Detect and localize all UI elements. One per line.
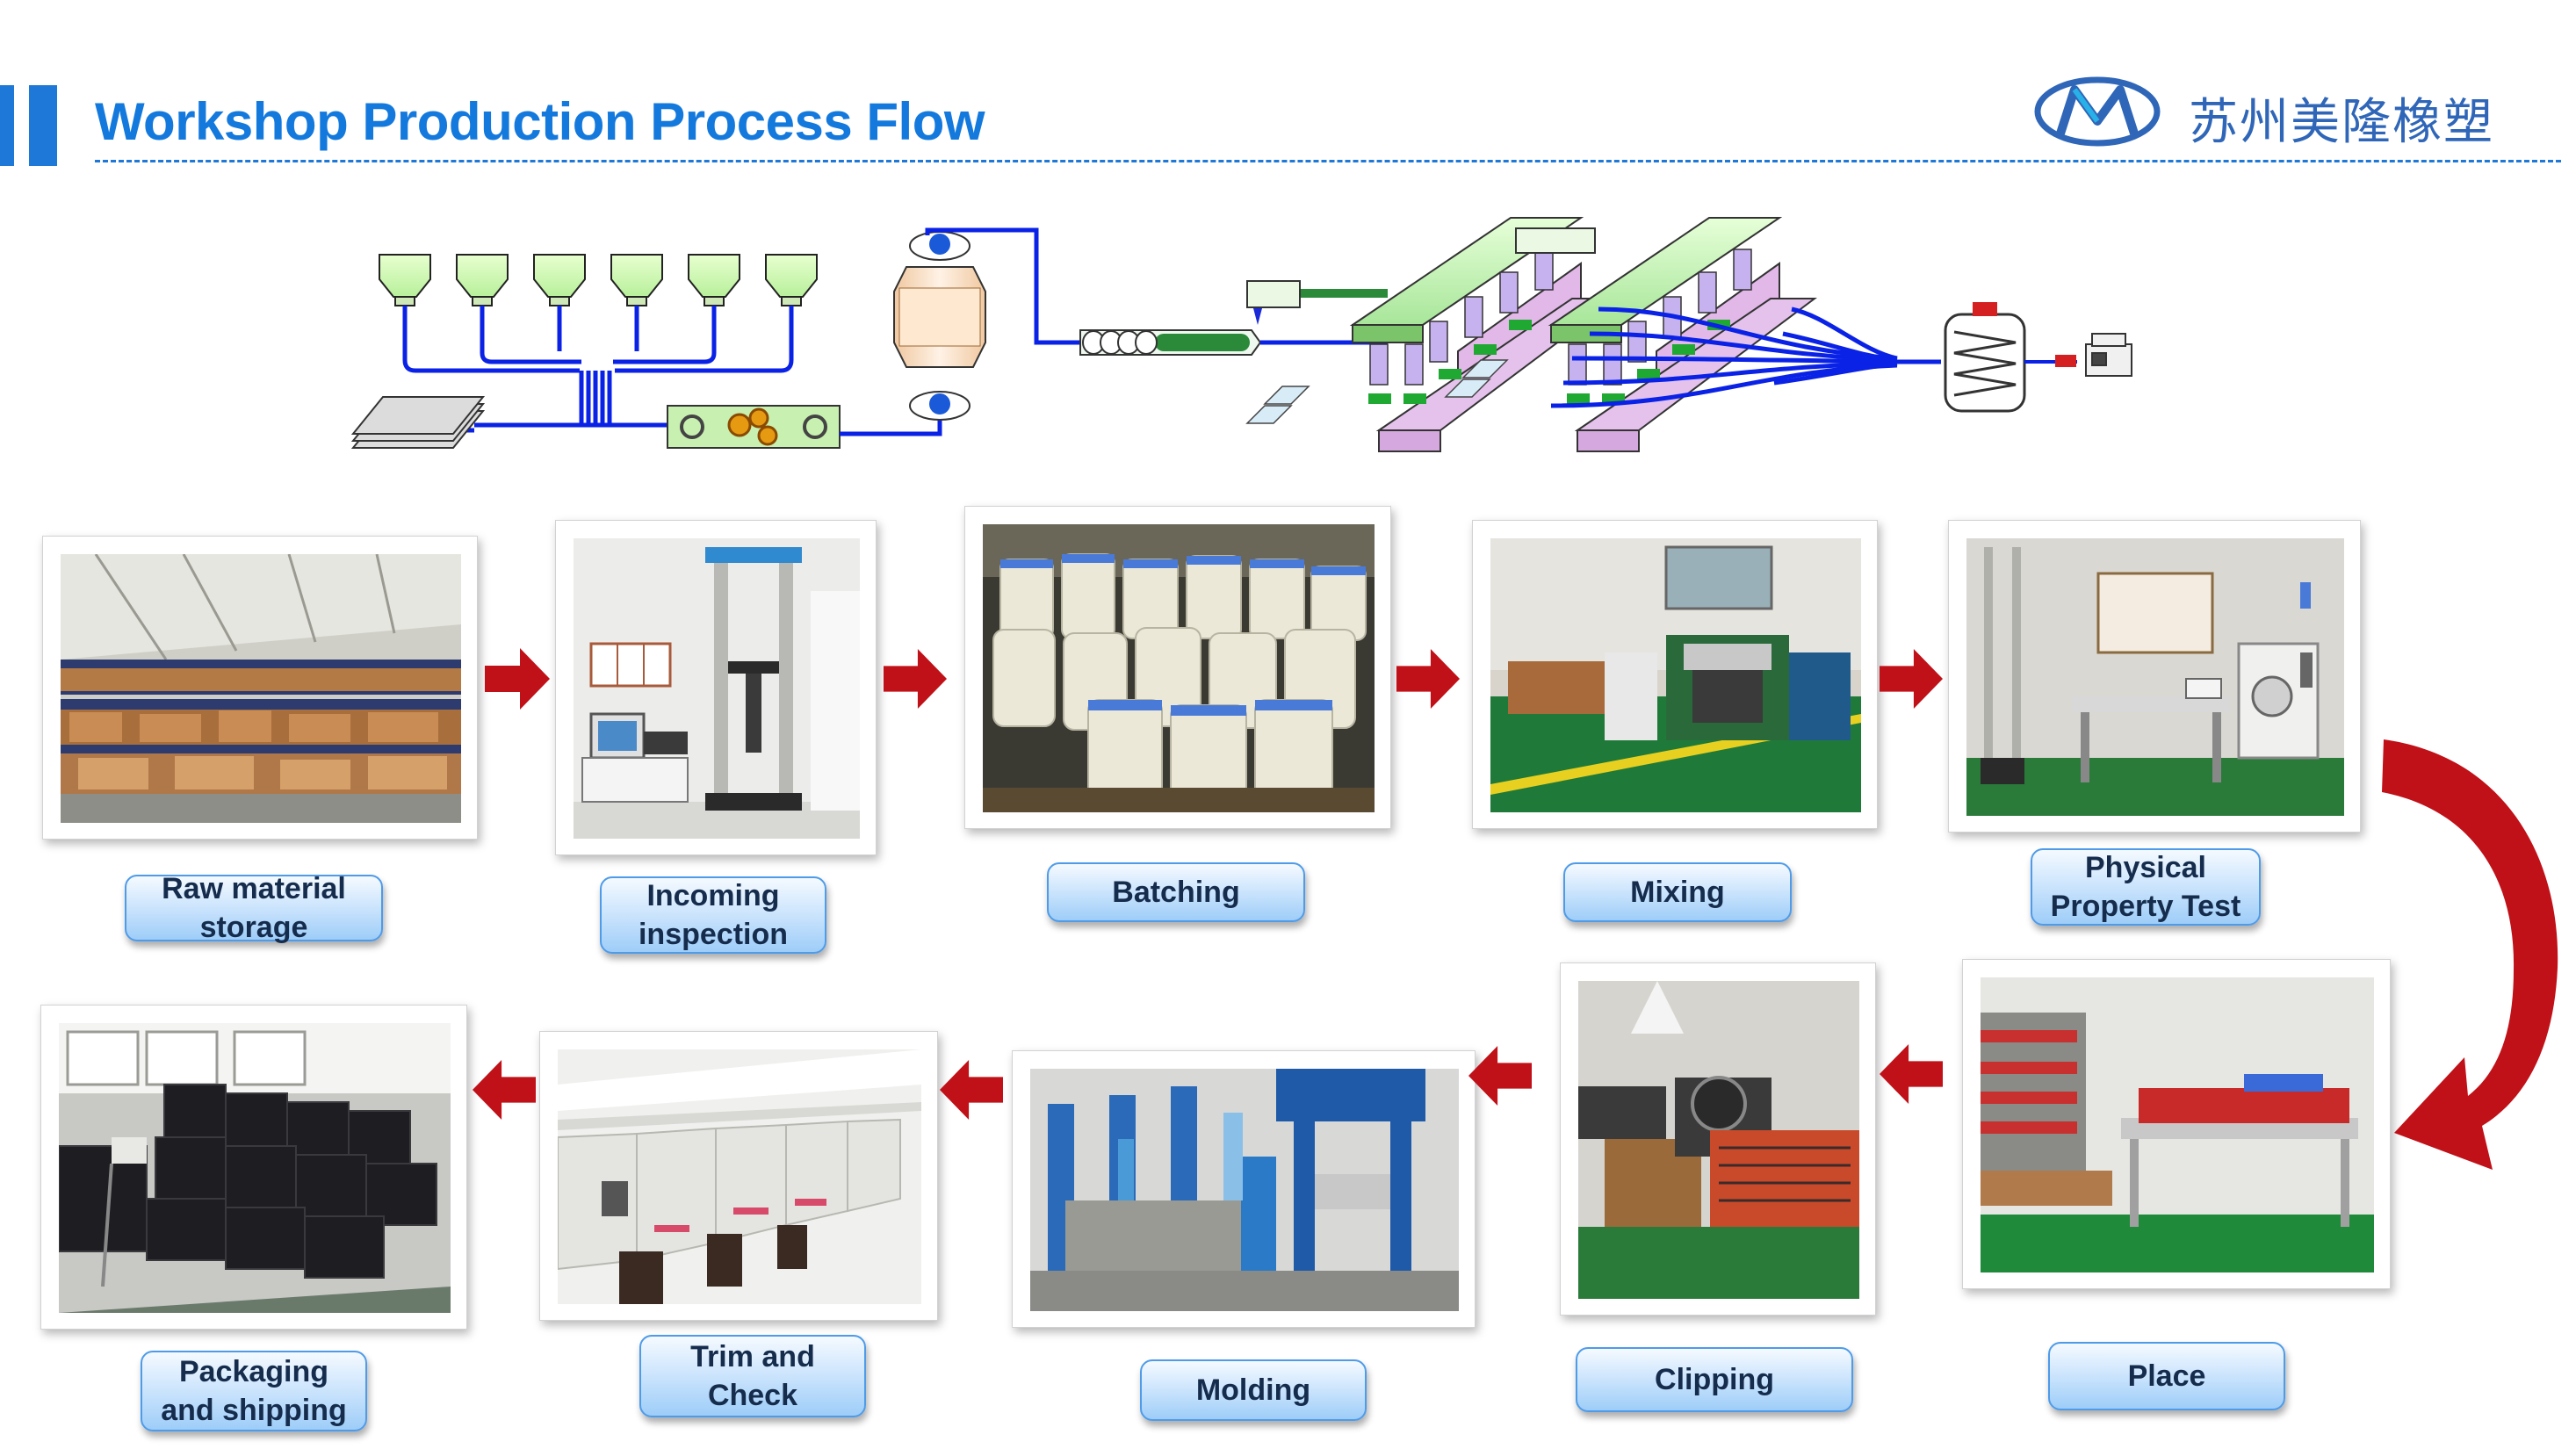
molding-press-photo-icon [1030, 1069, 1459, 1311]
flow-arrow-left-icon [1880, 1043, 1943, 1105]
step-photo-card [1012, 1050, 1476, 1328]
step-label: Batching [1047, 862, 1305, 922]
storage-rack-photo-icon [1981, 977, 2374, 1272]
step-photo-card [1560, 962, 1876, 1316]
title-accent-bar [0, 85, 14, 166]
flow-arrow-left-icon [940, 1059, 1003, 1121]
flow-arrow-left-icon [1468, 1045, 1532, 1107]
flow-arrow-right-icon [1396, 648, 1460, 710]
header-divider [95, 160, 2561, 162]
step-photo-card [964, 506, 1391, 829]
flow-arrow-right-icon [1880, 648, 1943, 710]
page-title: Workshop Production Process Flow [95, 92, 985, 151]
chemical-barrels-photo-icon [983, 524, 1375, 812]
flow-arrow-right-icon [485, 648, 550, 710]
packaging-crates-photo-icon [59, 1023, 451, 1313]
flow-arrow-left-icon [473, 1059, 536, 1121]
step-photo-card [1962, 959, 2391, 1289]
company-name: 苏州美隆橡塑 [2189, 94, 2494, 151]
step-label: Place [2048, 1342, 2285, 1410]
step-photo-card [1948, 520, 2361, 833]
step-photo-card [555, 520, 877, 855]
step-photo-card [40, 1005, 467, 1330]
step-label: Molding [1140, 1359, 1367, 1421]
test-lab-photo-icon [1966, 538, 2344, 816]
step-label: Mixing [1563, 862, 1792, 922]
flow-arrow-curve-down-icon [2377, 731, 2570, 1187]
trim-workbench-photo-icon [558, 1049, 921, 1304]
step-label: Incoming inspection [600, 876, 826, 954]
production-line-schematic-icon [334, 211, 2222, 465]
title-accent-bar-wide [29, 85, 57, 166]
step-photo-card [1472, 520, 1878, 829]
rubber-mill-photo-icon [1490, 538, 1861, 812]
step-label: Trim and Check [639, 1335, 866, 1417]
warehouse-shelves-photo-icon [61, 554, 461, 823]
step-label: Packaging and shipping [141, 1351, 367, 1431]
cutting-machine-photo-icon [1578, 981, 1859, 1299]
tensile-tester-photo-icon [574, 538, 860, 839]
step-label: Clipping [1576, 1347, 1853, 1412]
flow-arrow-right-icon [884, 648, 947, 710]
step-photo-card [42, 536, 478, 840]
step-label: Raw material storage [125, 872, 383, 944]
step-label: Physical Property Test [2031, 848, 2261, 926]
mlong-logo-icon [2034, 76, 2161, 148]
step-photo-card [539, 1031, 938, 1321]
